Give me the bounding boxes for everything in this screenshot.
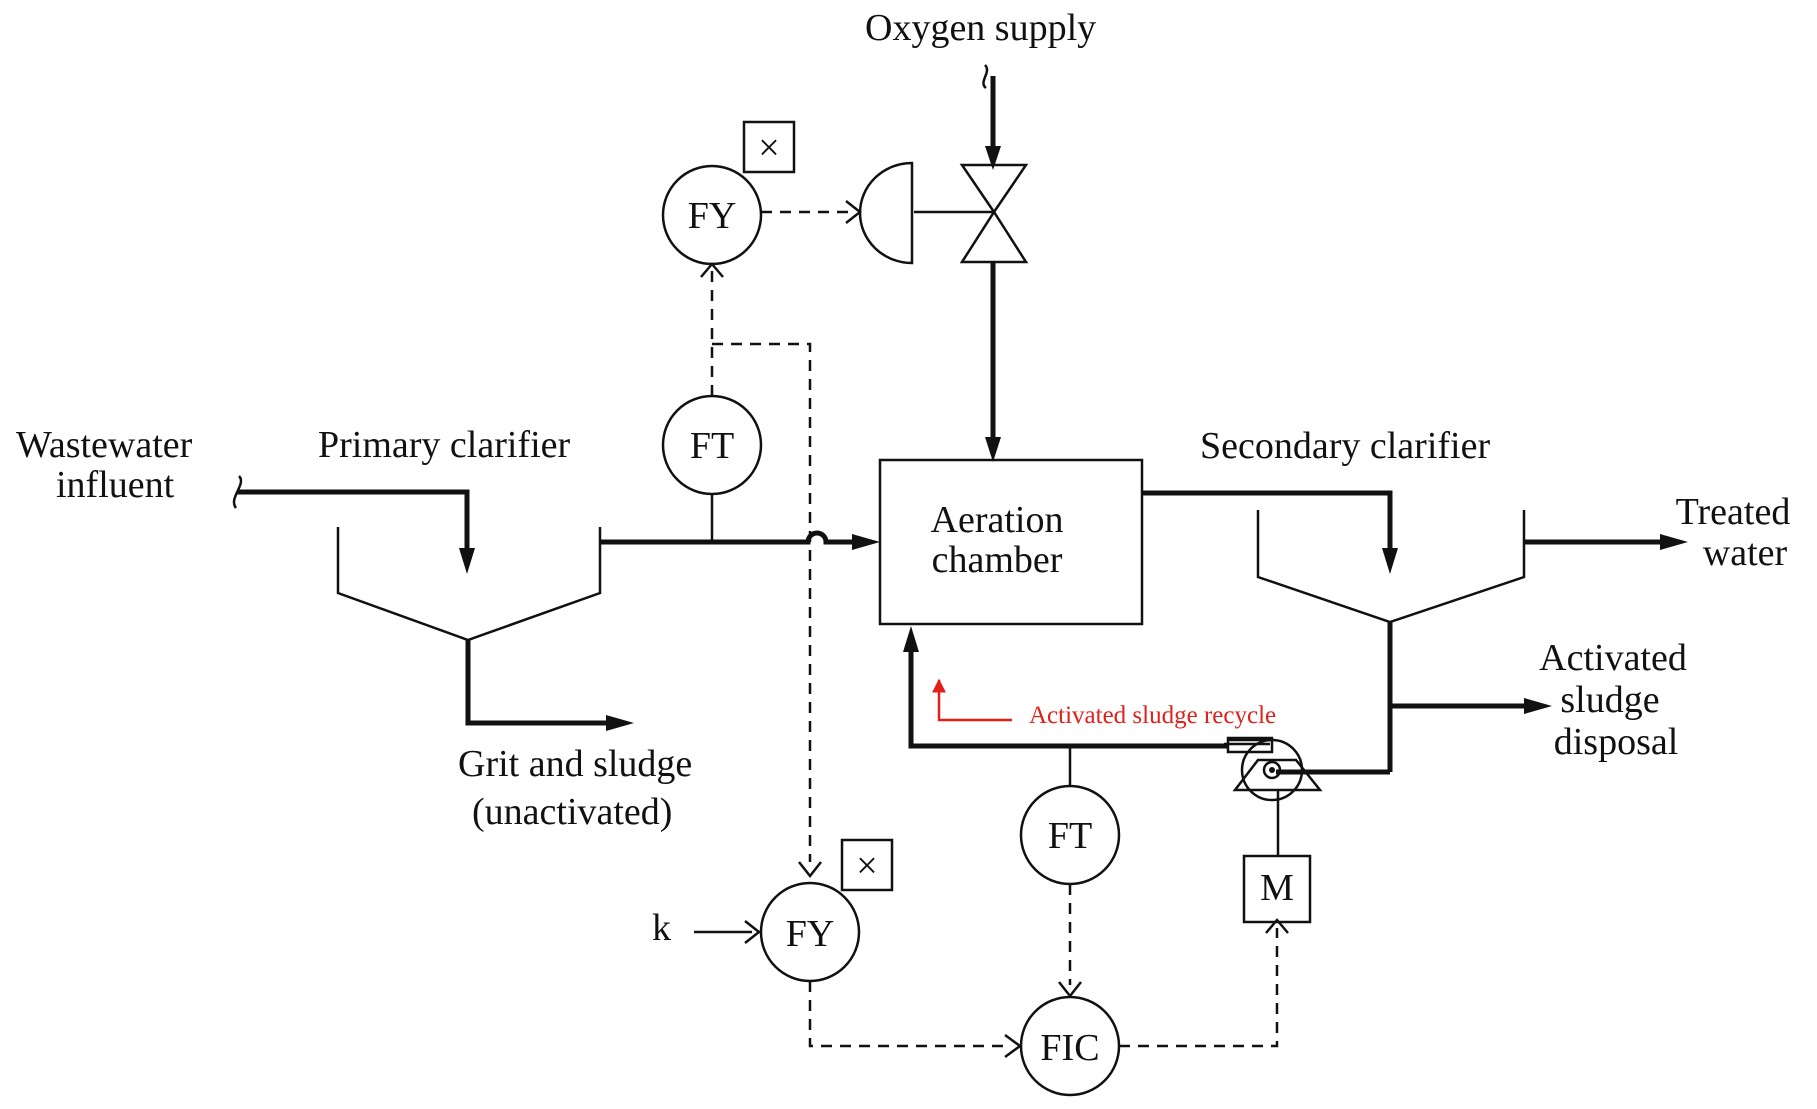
fy-top-label: FY <box>688 195 737 237</box>
influent-arrow <box>459 548 475 574</box>
oxygen-supply-label: Oxygen supply <box>865 7 1096 49</box>
aeration-label-line1: Aeration <box>931 499 1064 541</box>
signal-ft-to-fy-top <box>700 262 822 879</box>
wastewater-label-line2: influent <box>56 464 175 506</box>
disposal-label-line2: sludge <box>1560 679 1659 721</box>
aeration-label-line2: chamber <box>932 539 1063 581</box>
aeration-to-secondary-line <box>1142 490 1398 574</box>
wastewater-influent-line <box>232 475 475 574</box>
fy-bottom-label: FY <box>786 913 835 955</box>
secondary-underflow-line <box>1276 622 1552 775</box>
fy-bottom-bubble[interactable]: FY <box>759 881 861 983</box>
fic-bubble[interactable]: FIC <box>1019 995 1121 1097</box>
motor-box[interactable]: M <box>1242 854 1312 924</box>
multiply-top-label: × <box>758 127 779 169</box>
recycle-annotation: Activated sludge recycle <box>932 678 1276 729</box>
recycle-arrow <box>903 626 919 652</box>
disposal-label-line3: disposal <box>1554 721 1679 763</box>
fy-top-bubble[interactable]: FY <box>661 164 763 266</box>
primary-clarifier-label: Primary clarifier <box>318 424 571 466</box>
multiply-bottom-label: × <box>856 845 877 887</box>
valve-actuator <box>858 161 914 265</box>
disposal-label-line1: Activated <box>1539 637 1687 679</box>
grit-sludge-outlet-line <box>465 640 634 731</box>
secondary-inlet-arrow <box>1382 548 1398 574</box>
fic-label: FIC <box>1040 1027 1099 1069</box>
control-valve[interactable] <box>858 161 1029 265</box>
signal-fic-to-motor <box>1119 918 1289 1048</box>
treated-water-line <box>1524 534 1688 550</box>
recycle-note: Activated sludge recycle <box>1029 702 1276 729</box>
aeration-chamber <box>878 458 1144 626</box>
multiply-box-bottom: × <box>840 838 894 892</box>
ft-top-label: FT <box>690 425 734 467</box>
grit-label-line2: (unactivated) <box>472 791 672 833</box>
signal-fy-to-fic <box>808 981 1023 1059</box>
grit-arrow <box>606 715 634 731</box>
valve-outlet-arrow <box>985 437 1001 462</box>
secondary-clarifier-label: Secondary clarifier <box>1200 425 1490 467</box>
disposal-arrow <box>1524 698 1552 714</box>
signal-ft-to-fic <box>1058 884 1082 999</box>
wastewater-label-line1: Wastewater <box>16 424 193 466</box>
ft-bottom-label: FT <box>1048 815 1092 857</box>
primary-effluent-line <box>600 530 880 550</box>
ft-bottom-bubble[interactable]: FT <box>1019 784 1121 886</box>
k-input-line: k <box>652 907 762 949</box>
motor-label: M <box>1260 867 1294 909</box>
treated-water-arrow <box>1660 534 1688 550</box>
treated-water-label-line1: Treated <box>1676 491 1791 533</box>
recycle-line <box>903 626 1228 749</box>
oxygen-arrow <box>985 146 1001 170</box>
k-label: k <box>652 907 671 949</box>
aeration-inlet-arrow <box>852 534 880 550</box>
recycle-pump[interactable] <box>1224 736 1323 802</box>
signal-fy-to-valve <box>761 200 863 224</box>
oxygen-supply-line <box>982 64 1001 170</box>
grit-label-line1: Grit and sludge <box>458 743 692 785</box>
treated-water-label-line2: water <box>1703 532 1788 574</box>
valve-to-aeration-line <box>985 262 1001 462</box>
multiply-box-top: × <box>742 120 796 174</box>
ft-top-bubble[interactable]: FT <box>661 394 763 496</box>
